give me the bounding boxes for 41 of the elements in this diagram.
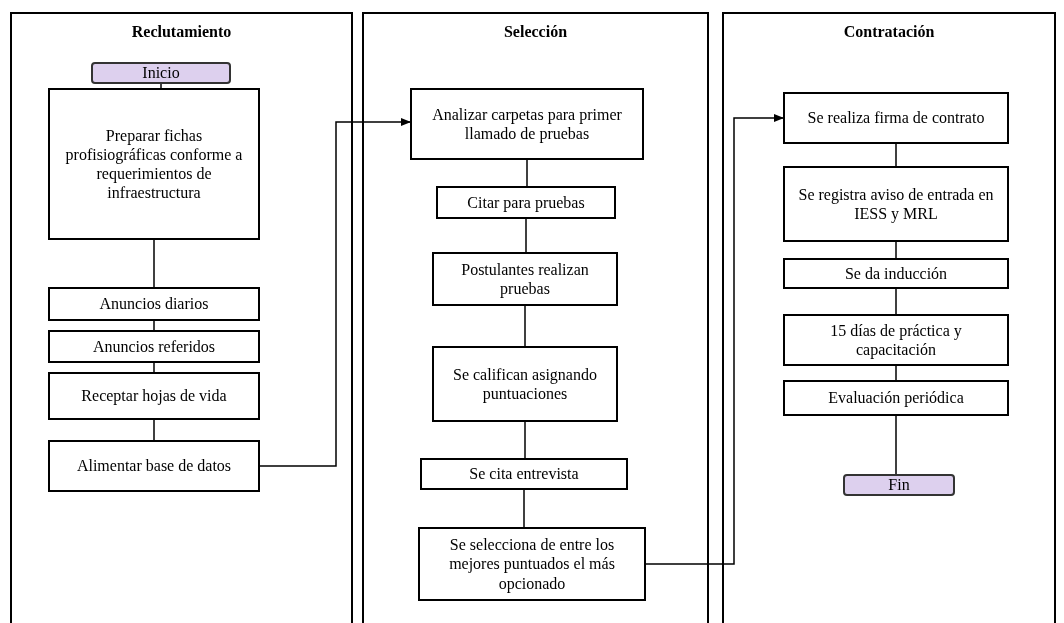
connector-line [895,365,897,381]
process-box: Anuncios diarios [48,287,260,321]
process-box: Citar para pruebas [436,186,616,219]
terminator: Fin [843,474,955,496]
swimlane [722,12,1056,623]
process-box: 15 días de práctica y capacitación [783,314,1009,366]
arrow [259,118,411,467]
process-box: Postulantes realizan pruebas [432,252,618,306]
connector-line [153,362,155,373]
connector-line [523,489,525,528]
process-box: Anuncios referidos [48,330,260,363]
process-box: Se registra aviso de entrada en IESS y MRL [783,166,1009,242]
connector-line [524,305,526,347]
lane-title: Contratación [842,22,936,42]
process-box: Se cita entrevista [420,458,628,490]
connector-line [153,320,155,331]
process-box: Se da inducción [783,258,1009,289]
process-box: Receptar hojas de vida [48,372,260,420]
connector-line [895,241,897,259]
process-box: Analizar carpetas para primer llamado de pruebas [410,88,644,160]
connector-line [160,83,162,89]
lane-title: Reclutamiento [130,22,233,42]
process-box: Preparar fichas profisiográficas conforme a requerimientos de infraestructura [48,88,260,240]
process-box: Alimentar base de datos [48,440,260,492]
connector-line [153,239,155,288]
swimlane [10,12,353,623]
connector-line [895,143,897,167]
lane-title: Selección [502,22,569,42]
terminator: Inicio [91,62,231,84]
swimlane [362,12,709,623]
process-box: Evaluación periódica [783,380,1009,416]
connector-line [895,288,897,315]
arrow [645,114,784,565]
connector-line [153,419,155,441]
process-box: Se realiza firma de contrato [783,92,1009,144]
process-box: Se califican asignando puntuaciones [432,346,618,422]
connector-line [524,421,526,459]
connector-line [895,415,897,475]
process-box: Se selecciona de entre los mejores puntuados el más opcionado [418,527,646,601]
connector-line [525,218,527,253]
connector-line [526,159,528,187]
